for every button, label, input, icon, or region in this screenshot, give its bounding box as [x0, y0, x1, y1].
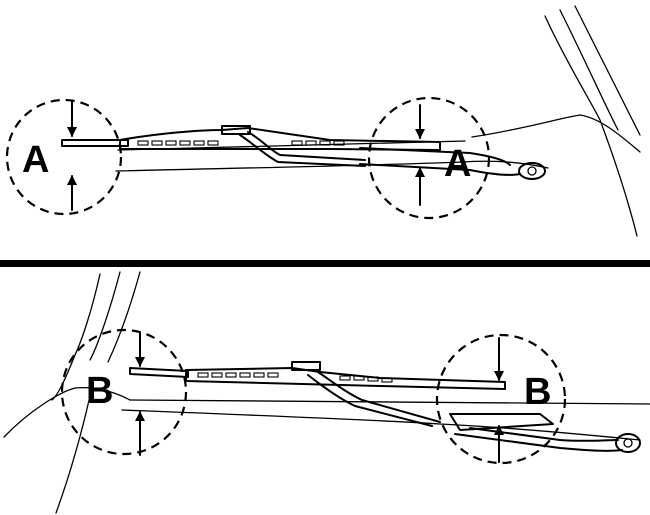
callout-circle-bottom-right	[435, 333, 567, 465]
cowl-lines-bottom	[121, 399, 650, 441]
callout-label-top-right: A	[444, 143, 471, 185]
wiper-arm-top	[239, 131, 546, 180]
bottom-panel: B B	[3, 271, 650, 514]
a-pillar-lines	[471, 5, 641, 237]
a-pillar-lines-left	[3, 271, 141, 514]
wiper-arm-bottom	[307, 371, 641, 453]
callout-circle-top-left	[5, 98, 123, 216]
panel-divider	[0, 260, 650, 267]
wiper-blade-bottom	[129, 361, 506, 390]
callout-label-top-left: A	[22, 139, 49, 181]
callout-circle-top-right	[367, 96, 491, 220]
callout-label-bottom-left: B	[86, 370, 113, 412]
wiper-blade-top	[61, 125, 441, 151]
top-panel: A A	[5, 5, 641, 237]
callout-label-bottom-right: B	[524, 371, 551, 413]
callout-circle-bottom-left	[60, 328, 188, 456]
